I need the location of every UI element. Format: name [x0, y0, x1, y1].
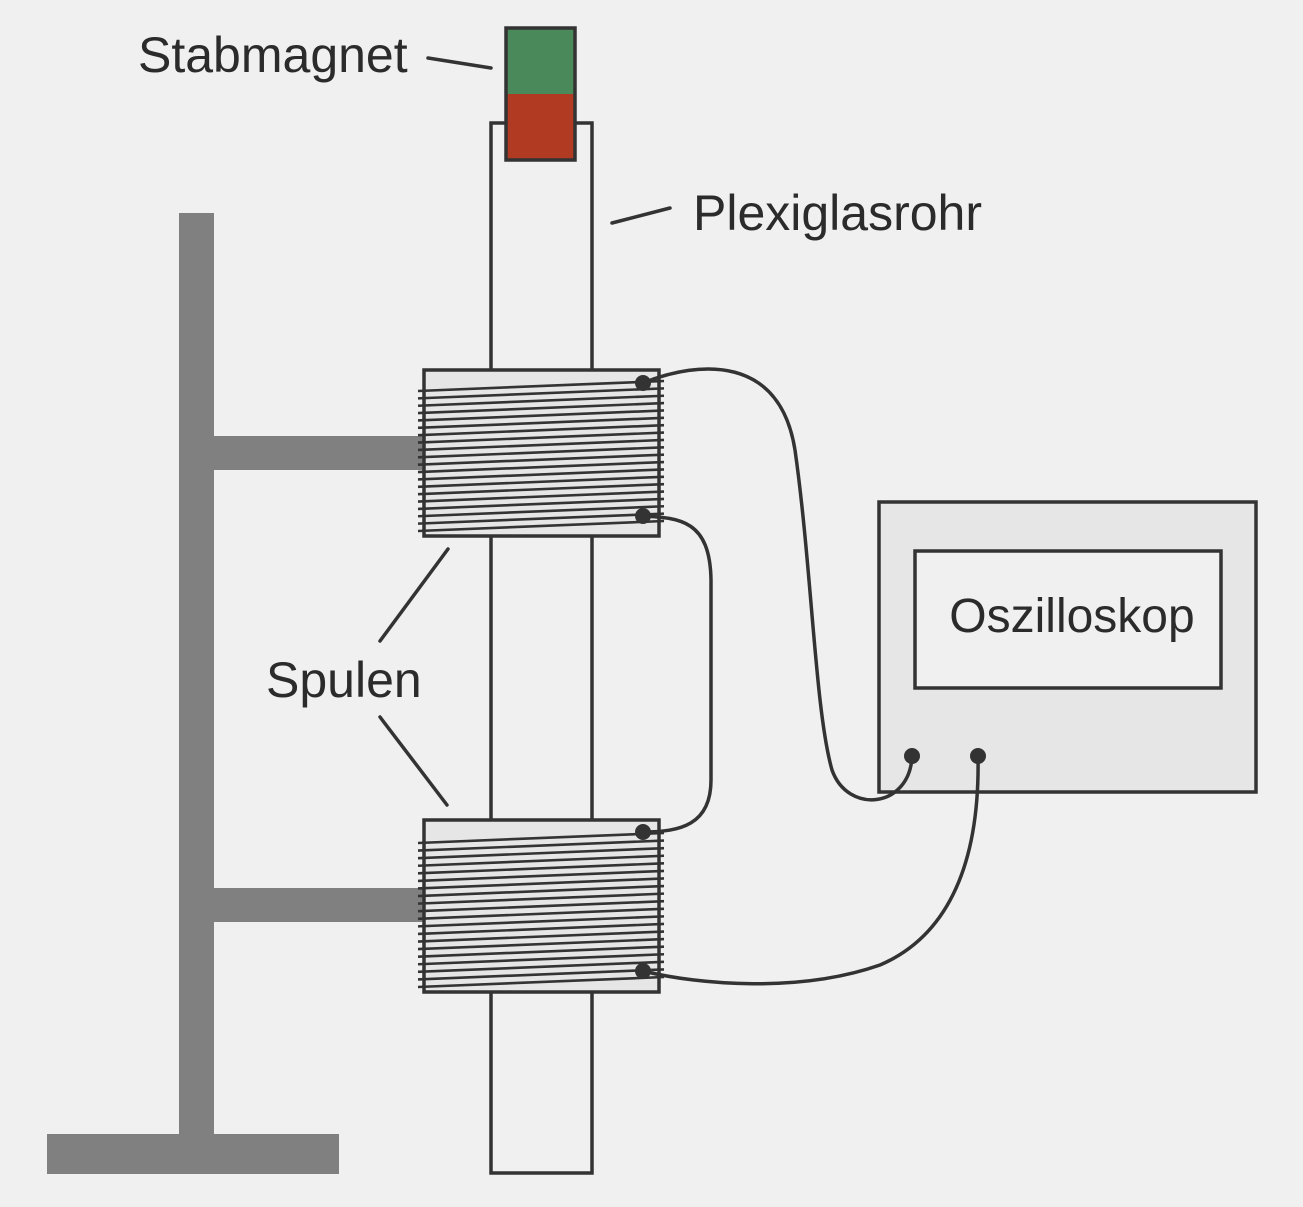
coil-winding	[417, 438, 665, 452]
coil-winding	[417, 930, 665, 943]
terminal-dot-icon	[635, 963, 651, 979]
coil-winding	[417, 446, 665, 459]
coil-winding	[417, 453, 665, 466]
wire-upper-coil-top-to-oscilloscope	[641, 367, 914, 802]
coil-winding	[417, 862, 665, 875]
magnet-south-pole	[506, 94, 575, 160]
oscilloscope: Oszilloskop	[877, 500, 1258, 794]
leader-coil-lower	[378, 715, 449, 807]
coil-winding	[417, 409, 665, 422]
stand-arm-upper	[210, 436, 426, 470]
oscilloscope-screen	[913, 549, 1223, 690]
coil-winding	[417, 504, 665, 518]
coil-winding	[417, 915, 665, 928]
coil-winding	[417, 854, 665, 868]
coil-winding	[417, 379, 665, 393]
wires	[641, 367, 980, 986]
plexiglass-tube	[489, 121, 594, 1175]
terminal-dot-icon	[635, 824, 651, 840]
coil-winding	[417, 831, 665, 845]
tube-label: Plexiglasrohr	[693, 185, 982, 241]
stand-arm-lower	[210, 888, 426, 922]
coils-label: Spulen	[266, 652, 422, 708]
leader-tube	[610, 206, 672, 225]
coil-winding	[417, 482, 665, 496]
stand	[47, 213, 426, 1174]
coil-winding	[417, 869, 665, 883]
coil-winding	[417, 922, 665, 936]
leader-magnet	[426, 56, 493, 70]
coil-winding	[417, 968, 665, 981]
stand-base	[47, 1134, 339, 1174]
magnet-label: Stabmagnet	[138, 27, 408, 83]
coil-winding	[417, 884, 665, 898]
coil-lower	[417, 818, 665, 994]
coil-winding	[417, 952, 665, 966]
terminal-dot-icon	[970, 748, 986, 764]
coil-winding	[417, 846, 665, 860]
coil-winding	[417, 937, 665, 951]
coil-winding	[417, 907, 665, 921]
coil-winding-icon	[417, 831, 665, 989]
coil-winding	[417, 490, 665, 503]
coil-winding	[417, 975, 665, 989]
stand-pole	[179, 213, 214, 1138]
coil-winding	[417, 431, 665, 444]
bar-magnet-icon	[504, 26, 577, 162]
coil-winding	[417, 394, 665, 408]
coil-winding	[417, 839, 665, 852]
leader-lines	[378, 56, 672, 807]
leader-coil-upper	[378, 547, 450, 643]
coil-winding	[417, 512, 665, 525]
magnet-outline	[504, 26, 577, 162]
coil-winding	[417, 475, 665, 489]
wire-coil-series-link	[641, 514, 713, 834]
magnet-north-pole	[506, 28, 575, 94]
coil-winding	[417, 460, 665, 474]
coil-winding	[417, 945, 665, 958]
terminal-dot-icon	[635, 508, 651, 524]
oscilloscope-label: Oszilloskop	[949, 590, 1194, 643]
terminals	[635, 375, 986, 979]
coil-winding	[417, 960, 665, 974]
coil-upper	[417, 368, 665, 538]
coil-winding	[417, 416, 665, 430]
coil-winding	[417, 892, 665, 905]
terminal-dot-icon	[904, 748, 920, 764]
coil-winding	[417, 899, 665, 913]
coil-winding	[417, 497, 665, 511]
coil-winding	[417, 877, 665, 890]
coil-winding	[417, 387, 665, 400]
coil-winding	[417, 519, 665, 533]
coil-winding	[417, 423, 665, 437]
coil-winding	[417, 468, 665, 481]
coil-winding-icon	[417, 379, 665, 533]
wire-lower-coil-bottom-to-oscilloscope	[641, 754, 980, 986]
terminal-dot-icon	[635, 375, 651, 391]
coil-winding	[417, 401, 665, 415]
